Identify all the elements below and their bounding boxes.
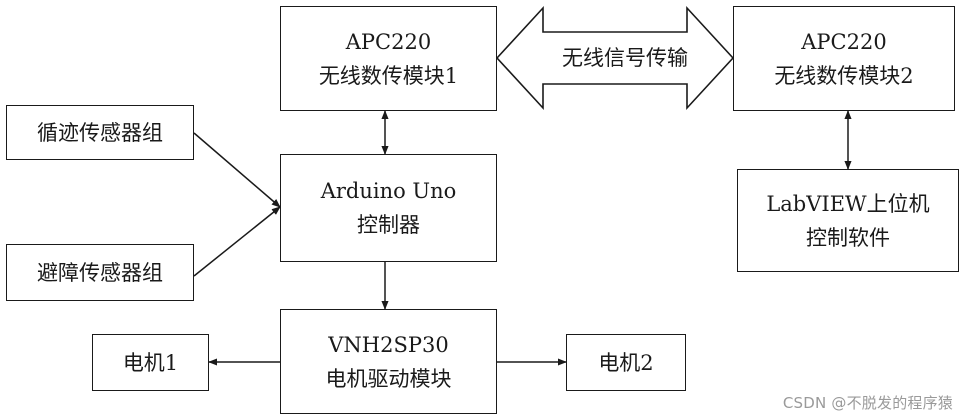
motor-driver-box: VNH2SP30 电机驱动模块: [280, 309, 497, 414]
motor2-label: 电机2: [598, 350, 654, 375]
obstacle-to-controller-arrow: [193, 206, 281, 277]
labview-box: LabVIEW上位机 控制软件: [737, 169, 959, 272]
controller-label: 控制器: [357, 213, 420, 237]
apc220-module2-box: APC220 无线数传模块2: [733, 6, 955, 111]
apc220-module1-box: APC220 无线数传模块1: [280, 6, 497, 111]
tracking-sensors-box: 循迹传感器组: [6, 105, 194, 160]
motor2-box: 电机2: [566, 334, 686, 391]
labview-title: LabVIEW上位机: [766, 191, 930, 216]
motor-driver-label: 电机驱动模块: [325, 366, 452, 391]
apc220-module1-label: 无线数传模块1: [318, 63, 459, 88]
controller-box: Arduino Uno 控制器: [280, 154, 497, 262]
watermark-text: CSDN @不脱发的程序猿: [782, 394, 953, 412]
motor-driver-model: VNH2SP30: [328, 332, 449, 357]
apc220-module1-model: APC220: [345, 29, 432, 54]
wireless-link-label: 无线信号传输: [562, 46, 688, 70]
motor1-box: 电机1: [92, 334, 209, 391]
labview-label: 控制软件: [806, 225, 890, 250]
obstacle-sensors-box: 避障传感器组: [6, 244, 194, 301]
motor1-label: 电机1: [122, 350, 179, 375]
tracking-to-controller-arrow: [193, 132, 281, 208]
controller-model: Arduino Uno: [320, 179, 457, 203]
apc220-module2-model: APC220: [801, 29, 887, 54]
apc220-module2-label: 无线数传模块2: [774, 63, 914, 88]
obstacle-sensors-label: 避障传感器组: [37, 260, 163, 285]
tracking-sensors-label: 循迹传感器组: [37, 120, 163, 145]
